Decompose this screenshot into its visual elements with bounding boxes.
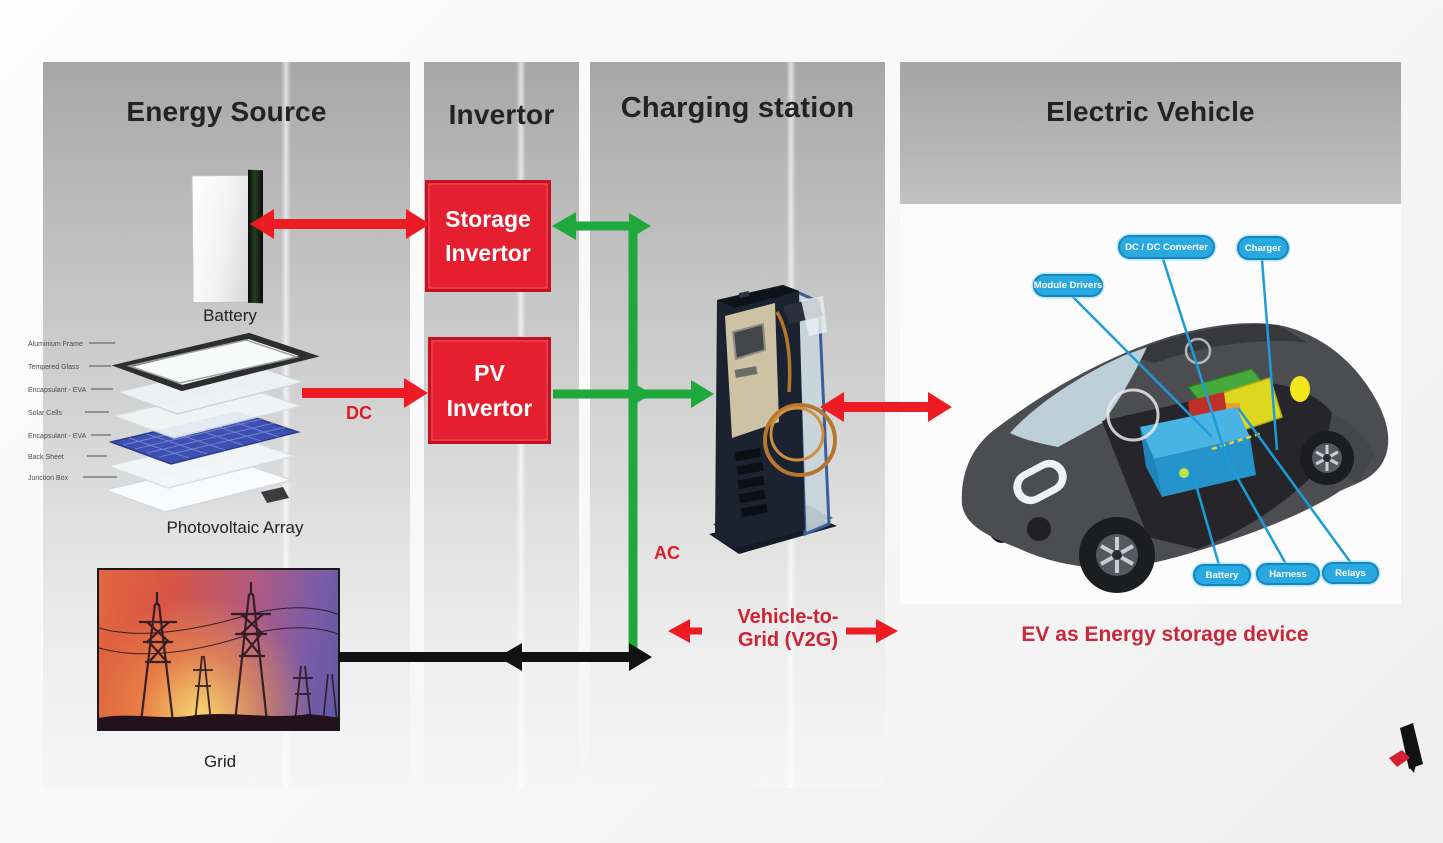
battery-panel-face	[191, 174, 251, 304]
svg-text:Back Sheet: Back Sheet	[28, 454, 64, 461]
pill-harness: Harness	[1256, 563, 1320, 585]
pill-relays: Relays	[1322, 562, 1379, 584]
panel-streak	[281, 62, 291, 788]
storage-invertor-line1: Storage	[445, 205, 531, 232]
storage-invertor-line2: Invertor	[445, 240, 531, 266]
grid-label: Grid	[203, 752, 237, 771]
svg-text:Solar Cells: Solar Cells	[28, 410, 62, 417]
pv-layer-labels: Aluminium Frame Tempered Glass Encapsula…	[28, 341, 87, 482]
rear-wheel-shape	[1300, 431, 1354, 485]
battery-image	[190, 169, 270, 306]
storage-invertor-box: Storage Invertor	[425, 180, 551, 292]
panel-electric-vehicle-header	[900, 62, 1401, 204]
pill-module-drivers: Module Drivers	[1033, 274, 1103, 297]
ac-label: AC	[654, 543, 680, 563]
charge-port-shape	[1290, 376, 1310, 402]
photovoltaic-array-image: Aluminium Frame Tempered Glass Encapsula…	[28, 332, 320, 513]
pv-invertor-line2: Invertor	[446, 394, 533, 421]
pv-invertor-box: PV Invertor	[428, 337, 551, 444]
header-energy-source: Energy Source	[126, 96, 327, 127]
pv-invertor-line1: PV	[474, 360, 505, 386]
battery-label: Battery	[203, 306, 257, 325]
svg-text:Encapsulant - EVA: Encapsulant - EVA	[28, 433, 87, 440]
front-wheel-shape	[1079, 517, 1155, 593]
corner-logo	[1389, 723, 1423, 773]
junction-box-shape	[261, 487, 289, 503]
v2g-label-line1: Vehicle-to-	[737, 606, 839, 628]
battery-panel-edge	[248, 169, 263, 304]
charging-station-image	[709, 285, 837, 554]
v2g-label-line2: Grid (V2G)	[737, 629, 838, 651]
grid-image	[97, 568, 340, 731]
header-invertor: Invertor	[448, 99, 555, 130]
svg-text:Tempered Glass: Tempered Glass	[28, 364, 79, 371]
dc-label: DC	[346, 403, 372, 423]
header-electric-vehicle: Electric Vehicle	[1046, 96, 1255, 127]
pill-battery: Battery	[1193, 564, 1251, 586]
photovoltaic-array-label: Photovoltaic Array	[166, 518, 304, 537]
v2g-label: Vehicle-to- Grid (V2G)	[698, 606, 878, 652]
svg-text:Encapsulant - EVA: Encapsulant - EVA	[28, 387, 87, 394]
ev-storage-caption: EV as Energy storage device	[1021, 623, 1309, 646]
header-charging-station: Charging station	[620, 92, 855, 124]
svg-text:Aluminium Frame: Aluminium Frame	[28, 341, 83, 348]
pill-dc-dc-converter: DC / DC Converter	[1118, 235, 1215, 259]
transmission-towers	[99, 582, 338, 729]
pill-charger: Charger	[1237, 236, 1289, 260]
svg-text:Junction Box: Junction Box	[28, 475, 69, 482]
